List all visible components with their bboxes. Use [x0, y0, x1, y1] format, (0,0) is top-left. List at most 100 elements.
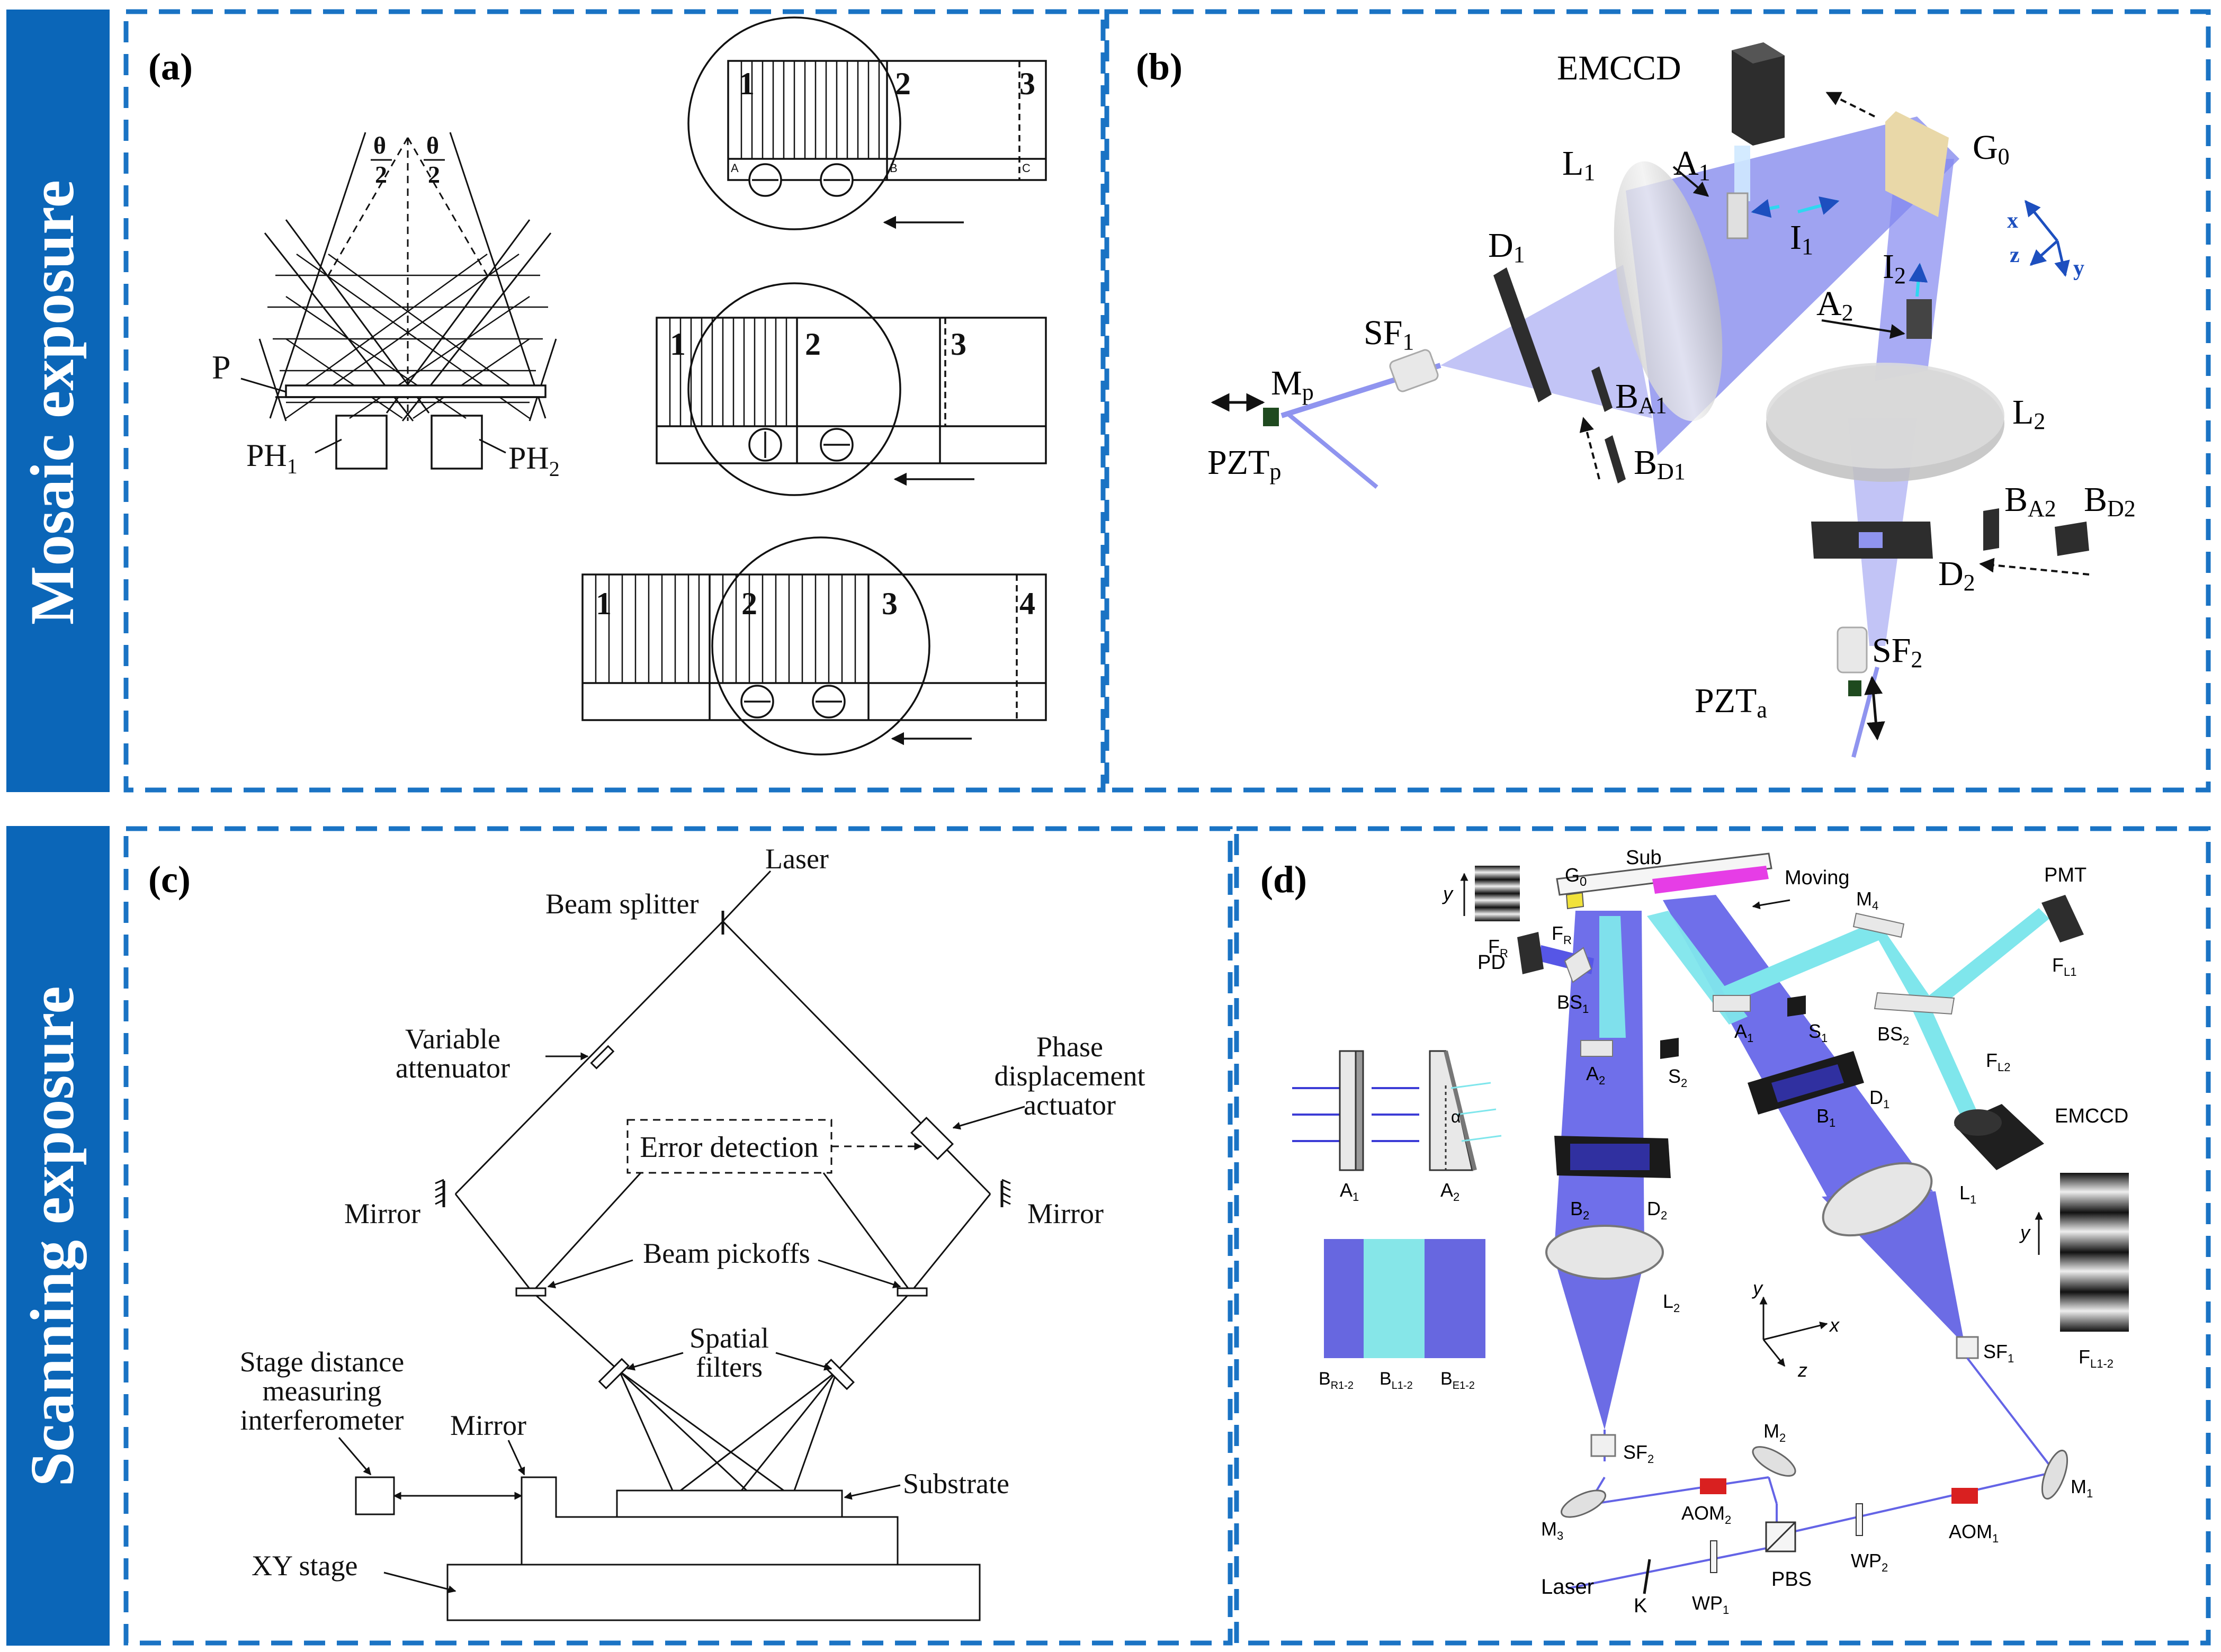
panel-b-label: (b): [1136, 46, 1183, 88]
l1-d: [1822, 1162, 1933, 1237]
be-label: BE1-2: [1440, 1369, 1475, 1391]
section-label-scanning: Scanning exposure: [17, 986, 87, 1486]
strip-4-num-c: 4: [1019, 586, 1035, 621]
cyan-path-pmt: [1721, 924, 1880, 1003]
xy-stage: [446, 1564, 981, 1621]
lower-beam-paths: [1567, 1357, 2056, 1590]
block-bd2: [2055, 522, 2089, 556]
spatial-filter-left: [598, 1358, 630, 1389]
theta-left: θ: [373, 132, 386, 159]
panel-d-frame: [1234, 826, 2211, 1646]
beam-pickoff-right: [897, 1287, 928, 1297]
axes-b: [2025, 200, 2070, 277]
aperture-a1: [1726, 192, 1749, 239]
beam-right-d: [1663, 895, 1933, 1197]
cross-hatch: [267, 253, 548, 419]
strip-3-num: 3: [1019, 66, 1035, 101]
phase-label-2: displacement: [995, 1060, 1145, 1092]
s2-label: S2: [1668, 1065, 1687, 1090]
pbs-label: PBS: [1771, 1568, 1812, 1591]
block-ba2: [1983, 508, 1999, 551]
m3-d: [1561, 1489, 1606, 1518]
sf2-d: [1590, 1434, 1616, 1457]
panel-d-label: (d): [1260, 858, 1307, 901]
a2-label: A2: [1816, 284, 1853, 326]
bl-region: [1364, 1239, 1425, 1358]
aperture-d1: [1493, 267, 1552, 402]
aom1-label: AOM1: [1949, 1521, 1999, 1545]
wp2-label: WP2: [1851, 1550, 1888, 1574]
axis-z-b: z: [2010, 243, 2020, 267]
inset-a2-label: A2: [1440, 1179, 1459, 1204]
m2-d: [1752, 1446, 1796, 1477]
d1-label: D1: [1488, 226, 1525, 267]
stage-label-3: interferometer: [240, 1404, 404, 1436]
g0-label-d: G0: [1565, 864, 1587, 889]
l2-label: L2: [2012, 393, 2045, 434]
g0-yellow: [1565, 892, 1584, 910]
s1-label: S1: [1808, 1020, 1828, 1045]
strip-2-num: 2: [895, 66, 911, 101]
inset-apertures: [1292, 1050, 1502, 1171]
fl2-label: FL2: [1986, 1049, 2010, 1074]
l2-d: [1545, 1225, 1664, 1280]
plate-label-p: P: [212, 348, 231, 386]
section-label-mosaic: Mosaic exposure: [17, 180, 87, 625]
emccd-label: EMCCD: [1557, 49, 1681, 87]
emccd-label-d: EMCCD: [2055, 1105, 2128, 1127]
spatial-filter-sf1: [1389, 349, 1439, 392]
wp1: [1710, 1540, 1717, 1573]
letter-c: C: [1022, 161, 1031, 175]
d1-label-d: D1: [1869, 1087, 1889, 1111]
pztp-label: PZTp: [1207, 443, 1281, 484]
phase-label-3: actuator: [1024, 1089, 1116, 1121]
phase-displacement-actuator: [910, 1116, 954, 1161]
pmt: [2041, 895, 2084, 942]
laser-label-d: Laser: [1541, 1575, 1594, 1599]
photodiode-2: [431, 415, 483, 470]
substrate-sub: [1556, 852, 1772, 896]
bs1: [1564, 947, 1592, 983]
photoresist-plate: [285, 384, 547, 398]
theta-right: θ: [426, 132, 439, 159]
beam-pickoff-left: [515, 1287, 547, 1297]
panel-d: G0 Sub Moving FR y PD FR BS1 A1 S1 M4 PM…: [1292, 847, 2129, 1617]
mirror-mp: [1263, 408, 1279, 426]
sf1-d: [1956, 1336, 1979, 1359]
sf2-label-d: SF2: [1623, 1441, 1654, 1466]
panel-c: Error detection Laser Beam splitter Vari…: [240, 843, 1145, 1621]
inset-a1-label: A1: [1340, 1179, 1359, 1204]
mirror-left-label: Mirror: [344, 1198, 420, 1229]
br-region: [1324, 1239, 1364, 1358]
a1-label-d: A1: [1734, 1020, 1753, 1045]
laser-label-c: Laser: [765, 843, 829, 875]
s1: [1787, 995, 1806, 1017]
grating-g0: [1885, 111, 1949, 217]
xy-stage-label: XY stage: [252, 1550, 357, 1582]
ba1-label: BA1: [1615, 377, 1667, 418]
m4: [1852, 912, 1905, 938]
a2-d: [1580, 1040, 1613, 1057]
axis-x-b: x: [2007, 209, 2018, 233]
mirror-right-label: Mirror: [1027, 1198, 1104, 1229]
bs2-label: BS2: [1877, 1023, 1909, 1047]
pd-label: PD: [1477, 951, 1506, 974]
panel-b-frame: [1104, 9, 2211, 793]
strip-1-num-c: 1: [596, 586, 612, 621]
axes-d: [1759, 1296, 1828, 1367]
stage-label-1: Stage distance: [240, 1346, 404, 1378]
wp1-label: WP1: [1692, 1592, 1729, 1617]
panel-a: θ θ 2 2 P PH1 PH2 1 2: [212, 16, 1047, 756]
fr-label: FR: [1488, 936, 1508, 960]
photodiode-1: [335, 415, 388, 470]
fl12-label: FL1-2: [2079, 1346, 2113, 1370]
pzta-label: PZTa: [1695, 681, 1767, 723]
bd2-label: BD2: [2084, 480, 2136, 522]
section-band-scanning: Scanning exposure: [6, 826, 110, 1646]
mirror-right-c: [1000, 1179, 1011, 1207]
mosaic-step-1: 1 2 3 A B C: [687, 16, 1047, 230]
var-att-label-2: attenuator: [396, 1052, 510, 1084]
aom1: [1951, 1488, 1978, 1504]
strip-1-num: 1: [739, 66, 755, 101]
block-ba1: [1591, 366, 1613, 412]
